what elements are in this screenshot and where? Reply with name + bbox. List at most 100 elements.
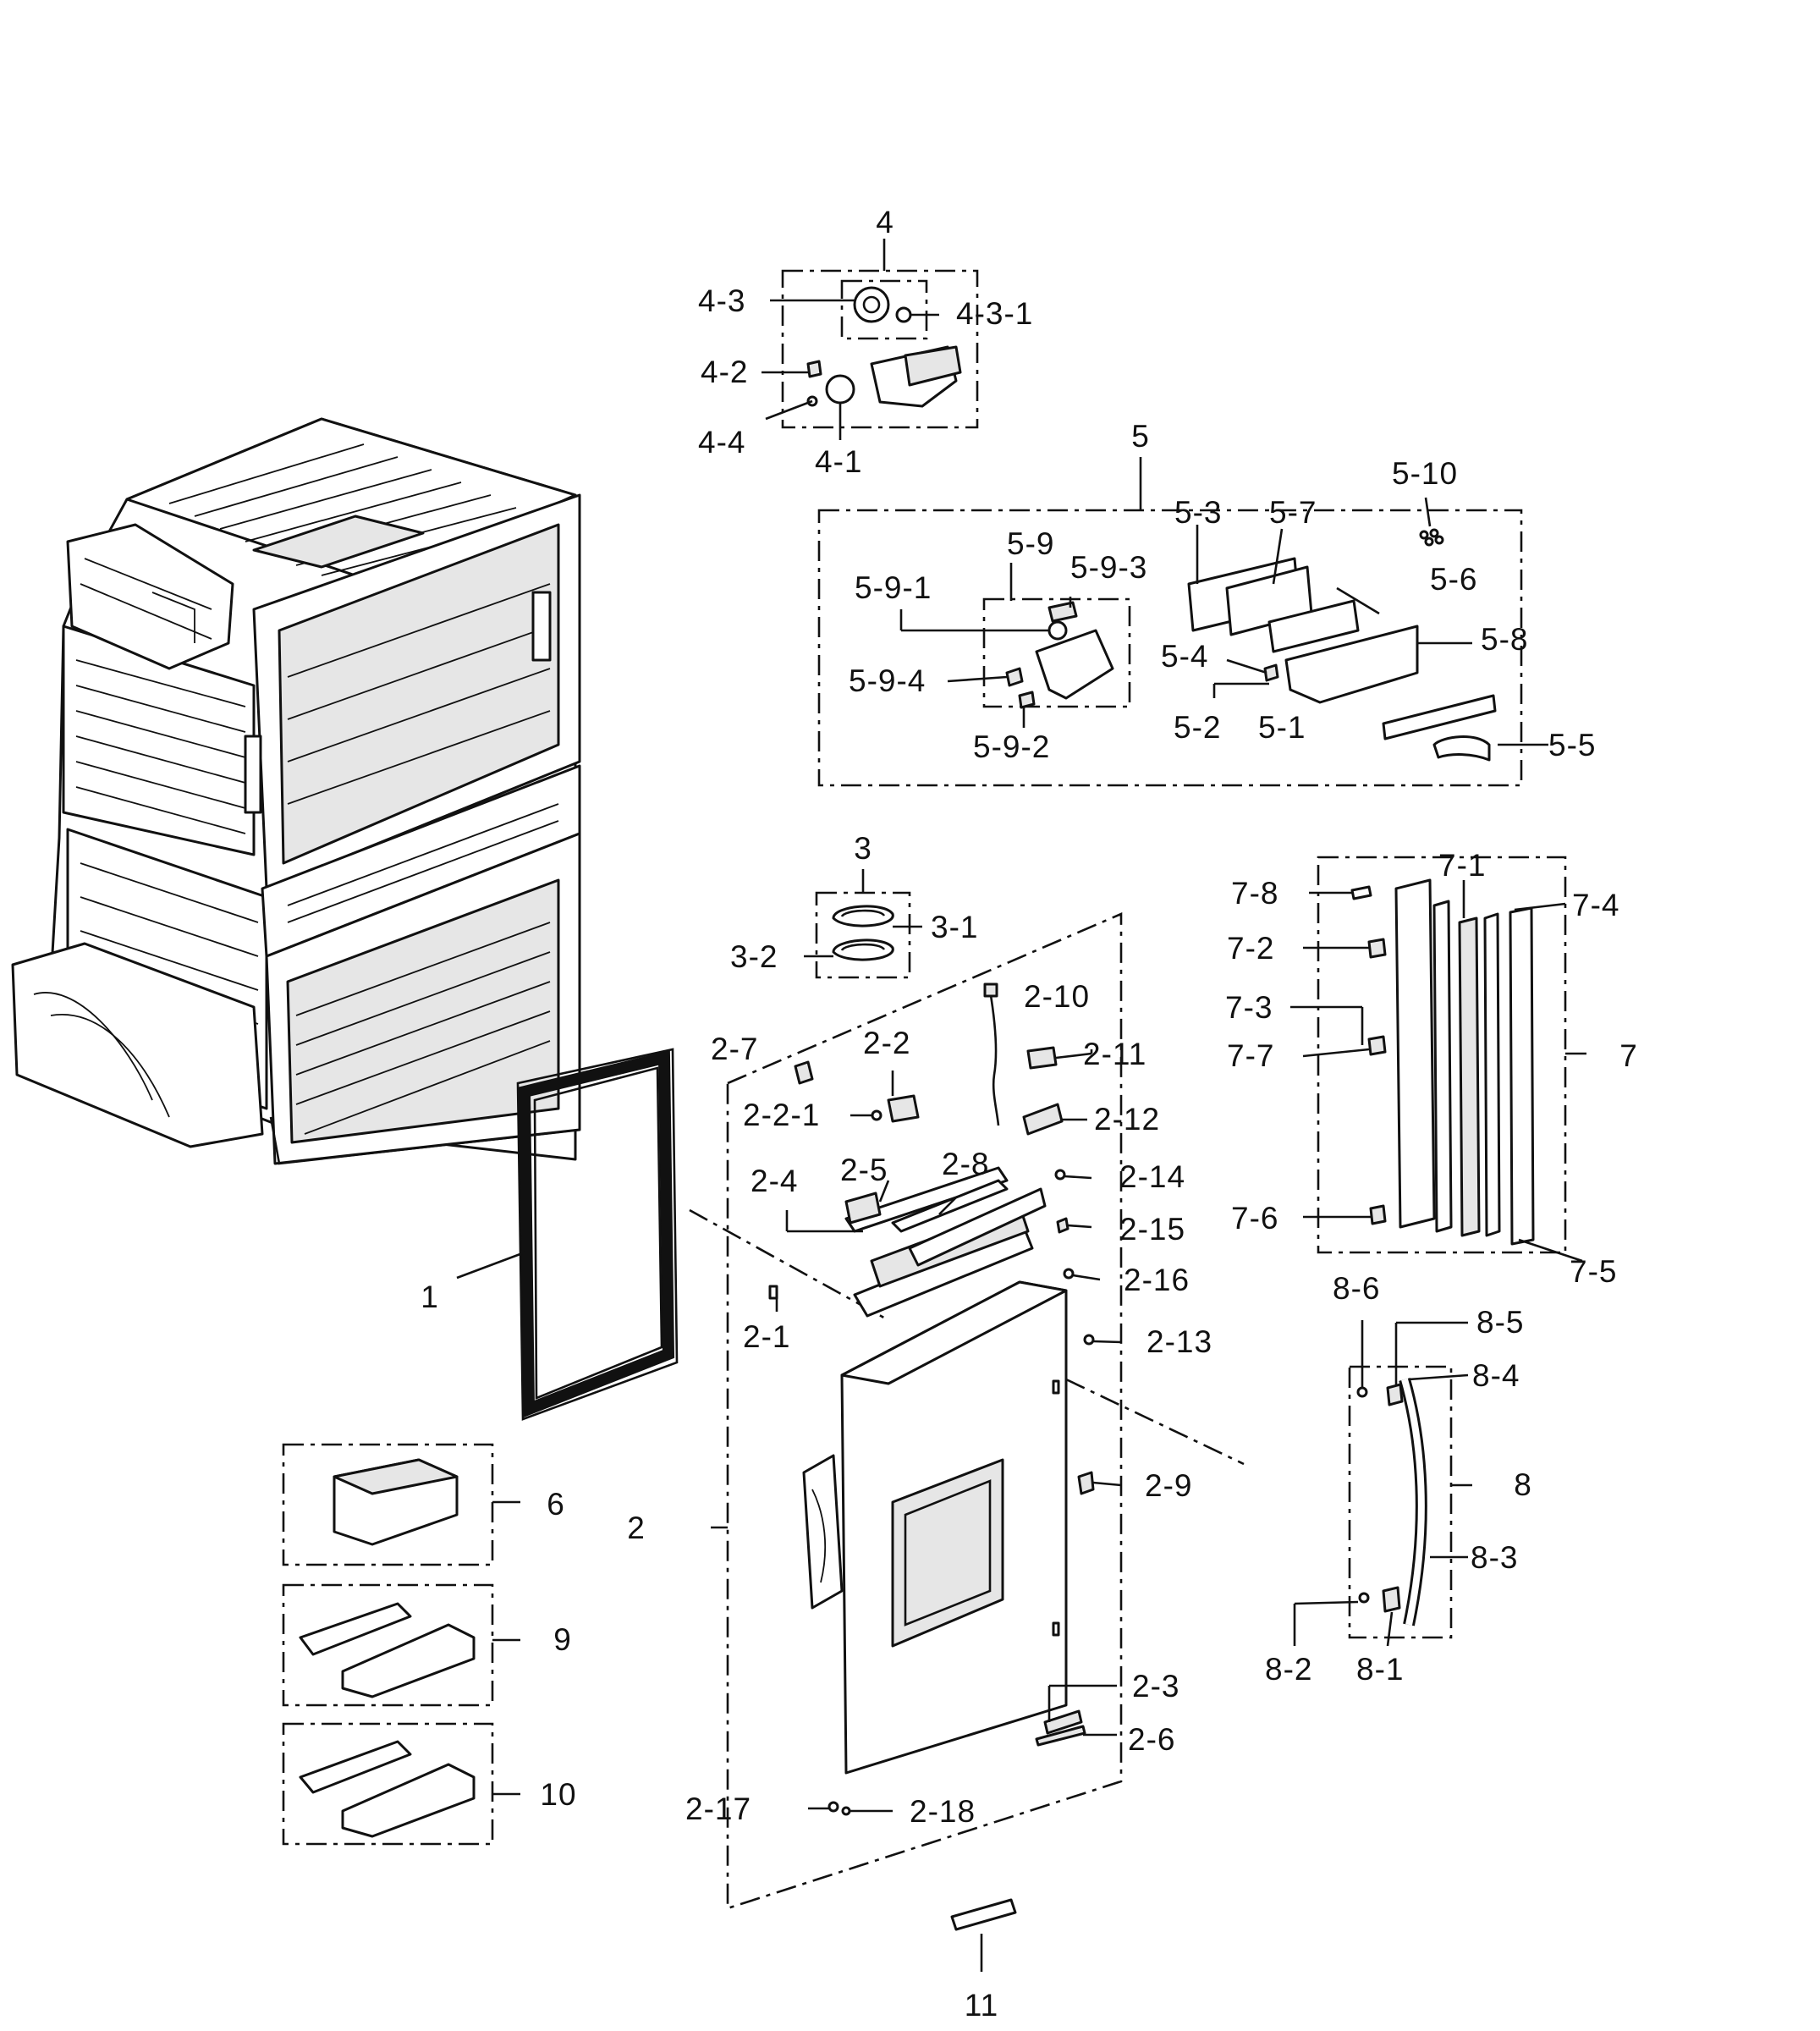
label-8-6: 8-6 [1333,1271,1380,1306]
label-8-2: 8-2 [1265,1652,1312,1687]
label-5-4: 5-4 [1161,639,1208,674]
label-7-7: 7-7 [1227,1038,1274,1073]
part-2-18 [841,1806,851,1816]
callout-labels: 4 4-3 4-3-1 4-2 4-4 4-1 5 5-10 5-3 5-7 5… [421,205,1638,2023]
part-group-3 [815,891,911,979]
label-5-9: 5-9 [1007,526,1054,561]
label-2: 2 [627,1511,646,1545]
label-2-8: 2-8 [942,1147,989,1181]
part-2-15 [1056,1217,1069,1234]
part-2-10 [988,989,1000,1126]
part-group-4 [781,269,979,429]
label-8-1: 8-1 [1356,1652,1404,1687]
label-5-9-4: 5-9-4 [849,663,926,698]
door-panel [802,1280,1068,1775]
label-7-4: 7-4 [1572,888,1619,922]
label-8: 8 [1514,1467,1532,1502]
label-2-4: 2-4 [751,1164,798,1198]
label-2-14: 2-14 [1119,1159,1185,1194]
label-5-9-2: 5-9-2 [973,729,1050,764]
label-2-18: 2-18 [910,1794,976,1829]
label-5-9-1: 5-9-1 [855,570,932,605]
label-5-5: 5-5 [1548,728,1596,762]
part-2-16 [1063,1268,1075,1280]
leader-lines [456,239,1586,1972]
label-2-1: 2-1 [743,1319,790,1354]
label-2-17: 2-17 [685,1792,751,1826]
refrigerator-cabinet [11,417,581,1165]
label-7-6: 7-6 [1231,1201,1278,1236]
part-2-11 [1026,1046,1058,1070]
door-assembly-frame [726,912,1123,1910]
label-3-1: 3-1 [931,910,978,944]
label-2-15: 2-15 [1119,1212,1185,1247]
label-2-13: 2-13 [1146,1324,1212,1359]
label-2-3: 2-3 [1132,1669,1179,1704]
label-7-8: 7-8 [1231,876,1278,911]
label-4-3: 4-3 [698,283,745,318]
label-7-1: 7-1 [1438,848,1486,883]
part-2-8 [891,1179,1009,1233]
part-2-5 [844,1192,882,1225]
part-2-17 [828,1801,839,1813]
label-2-2-1: 2-2-1 [743,1098,820,1132]
label-10: 10 [540,1777,576,1812]
part-2-3 [1043,1709,1083,1735]
part-2-7 [794,1060,814,1085]
part-2-2 [887,1094,920,1123]
door-bin-10 [282,1722,494,1846]
part-group-8 [1348,1365,1453,1639]
label-2-9: 2-9 [1145,1468,1192,1503]
part-2-14 [1054,1169,1066,1181]
label-7-2: 7-2 [1227,931,1274,966]
label-1: 1 [421,1280,439,1314]
label-4: 4 [876,205,894,239]
label-8-4: 8-4 [1472,1358,1520,1393]
label-2-16: 2-16 [1124,1263,1190,1297]
part-group-7 [1317,856,1567,1254]
label-2-6: 2-6 [1128,1722,1175,1757]
label-5-2: 5-2 [1174,710,1221,745]
door-top-cap [844,1166,1047,1318]
label-9: 9 [553,1622,572,1657]
label-4-3-1: 4-3-1 [956,296,1033,331]
part-2-6 [1035,1725,1086,1747]
label-5-9-3: 5-9-3 [1070,550,1147,585]
label-3-2: 3-2 [730,939,778,974]
label-5: 5 [1131,419,1150,454]
label-2-7: 2-7 [711,1032,758,1066]
door-gasket [516,1048,679,1421]
label-5-7: 5-7 [1269,495,1317,530]
label-4-1: 4-1 [815,444,862,479]
label-3: 3 [854,831,872,866]
part-2-10-connector [983,982,998,998]
label-8-3: 8-3 [1471,1540,1518,1575]
label-7-3: 7-3 [1225,990,1273,1025]
label-4-4: 4-4 [698,425,745,460]
label-2-2: 2-2 [863,1026,910,1060]
label-8-5: 8-5 [1476,1305,1524,1340]
part-2-13 [1083,1334,1095,1346]
label-5-1: 5-1 [1258,710,1306,745]
label-4-2: 4-2 [701,355,748,389]
label-2-12: 2-12 [1094,1102,1160,1137]
label-11: 11 [965,1988,998,2023]
door-bin-6 [282,1443,494,1566]
label-7-5: 7-5 [1570,1254,1617,1289]
label-2-10: 2-10 [1024,979,1090,1014]
part-11 [950,1898,1017,1931]
label-6: 6 [547,1487,565,1522]
leader-dashed-8 [1065,1378,1245,1466]
label-7: 7 [1619,1038,1638,1073]
part-group-5 [817,509,1523,787]
label-2-5: 2-5 [840,1153,888,1187]
part-2-9 [1077,1471,1095,1495]
part-2-2-1 [871,1109,883,1121]
label-5-8: 5-8 [1481,622,1528,657]
door-bin-9 [282,1583,494,1707]
part-2-12 [1022,1103,1064,1136]
label-5-10: 5-10 [1392,456,1458,491]
label-5-3: 5-3 [1174,495,1222,530]
label-5-6: 5-6 [1430,562,1477,597]
